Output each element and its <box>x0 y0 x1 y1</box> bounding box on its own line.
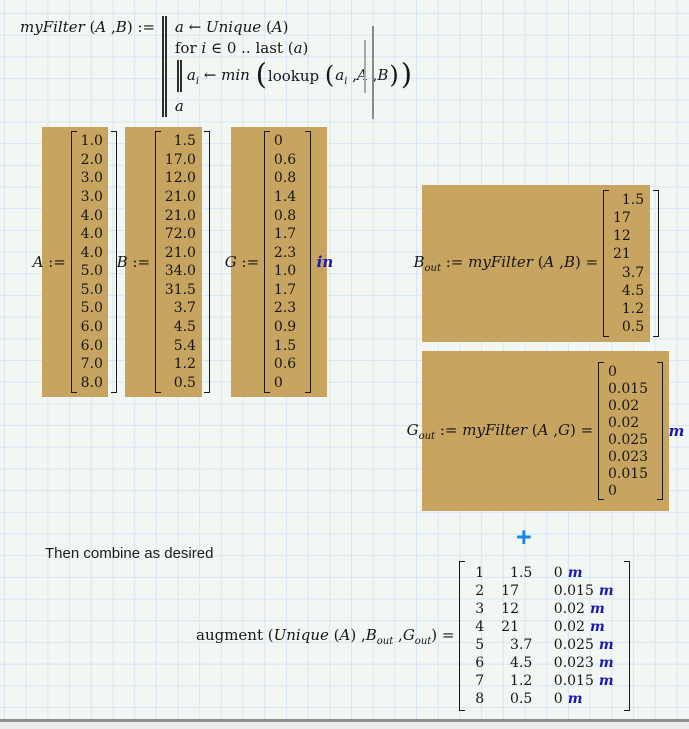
program-bar <box>161 16 167 117</box>
program-line-4: a <box>174 96 184 115</box>
unit-meters-label: m <box>668 422 685 440</box>
matrix-bracket-left <box>263 130 270 394</box>
matrix-bracket-left <box>154 130 161 394</box>
line3-arguments: ai ,A ,B <box>335 65 389 87</box>
line3-function-name: lookup <box>267 67 320 85</box>
gout-expression-label: Gout := myFilter (A ,G) = <box>406 420 598 442</box>
worksheet-bottom-border <box>0 719 689 722</box>
matrix-bracket-right <box>652 189 659 338</box>
program-line-3: ai ← min ( lookup ( ai ,A ,B ) ) <box>175 58 413 94</box>
matrix-b-label: B := <box>116 253 155 271</box>
paren-open-outer: ( <box>255 56 267 91</box>
matrix-bracket-right <box>656 362 663 500</box>
paren-open-inner: ( <box>324 61 335 89</box>
unit-inches-label: in <box>316 253 334 271</box>
matrix-bracket-left <box>459 561 466 711</box>
matrix-a-label: A := <box>32 253 71 271</box>
matrix-bracket-right <box>304 130 311 394</box>
text-region[interactable]: Then combine as desired <box>45 545 214 562</box>
line3-assignment: ai ← min <box>186 65 250 87</box>
matrix-bracket-left <box>70 130 77 394</box>
selection-edge-line <box>372 26 374 119</box>
program-block: a ← Unique (A) for i ∈ 0 .. last (a) ai … <box>161 16 413 117</box>
insertion-crosshair-cursor: + <box>516 522 532 552</box>
matrix-g-label: G := <box>224 253 264 271</box>
program-line-1: a ← Unique (A) <box>174 17 289 36</box>
worksheet-bottom-strip <box>0 721 689 729</box>
paren-close-outer: ) <box>400 56 413 91</box>
matrix-bracket-right <box>623 561 630 711</box>
bout-expression-label: Bout := myFilter (A ,B) = <box>413 253 603 274</box>
matrix-bracket-right <box>204 130 211 394</box>
matrix-bracket-left <box>598 362 604 500</box>
function-definition-region[interactable]: myFilter (A ,B) := a ← Unique (A) for i … <box>20 16 413 117</box>
program-inner-bar <box>176 60 182 92</box>
matrix-bracket-left <box>602 189 609 338</box>
function-lhs: myFilter (A ,B) := <box>20 17 160 36</box>
matrix-bracket-right <box>111 130 118 394</box>
selection-edge-line <box>364 40 366 93</box>
program-line-2: for i ∈ 0 .. last (a) <box>174 38 309 57</box>
paren-close-inner: ) <box>389 61 399 89</box>
augment-expression-label: augment (Unique (A) ,Bout ,Gout) = <box>196 625 460 647</box>
